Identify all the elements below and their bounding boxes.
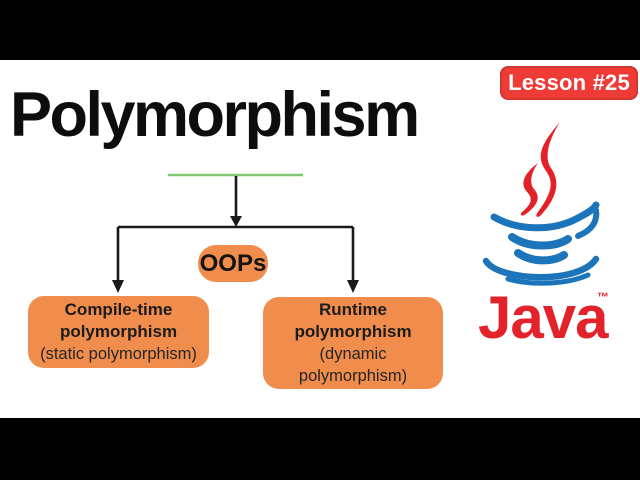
bottom-letterbox-bar [0, 418, 640, 480]
tree-connector-svg [112, 173, 359, 293]
left-arrowhead-icon [112, 280, 124, 293]
compile-node-subtitle: (static polymorphism) [40, 345, 197, 363]
lesson-number-badge: Lesson #25 [500, 66, 638, 100]
runtime-node-title-line1: Runtime [319, 300, 387, 319]
java-trademark: ™ [597, 290, 609, 304]
root-arrowhead-icon [230, 216, 242, 227]
runtime-node: Runtime polymorphism (dynamic polymorphi… [263, 297, 443, 389]
page-title: Polymorphism [10, 80, 420, 150]
compile-node-title-line1: Compile-time [64, 300, 173, 319]
java-logo: Java ™ [478, 122, 610, 351]
top-letterbox-bar [0, 0, 640, 60]
java-wordmark: Java [478, 284, 609, 351]
runtime-node-title-line2: polymorphism [294, 322, 412, 341]
lesson-badge-label: Lesson #25 [508, 70, 630, 95]
java-cup-icon [482, 201, 600, 286]
compile-time-node: Compile-time polymorphism (static polymo… [28, 296, 209, 368]
runtime-node-subtitle-line2: polymorphism) [298, 367, 408, 385]
compile-node-title-line2: polymorphism [59, 322, 178, 341]
right-arrowhead-icon [347, 280, 359, 293]
runtime-node-subtitle-line1: (dynamic [319, 345, 387, 363]
oops-badge: OOPs [198, 245, 268, 282]
java-steam-icon [520, 122, 560, 217]
oops-badge-label: OOPs [199, 249, 267, 277]
